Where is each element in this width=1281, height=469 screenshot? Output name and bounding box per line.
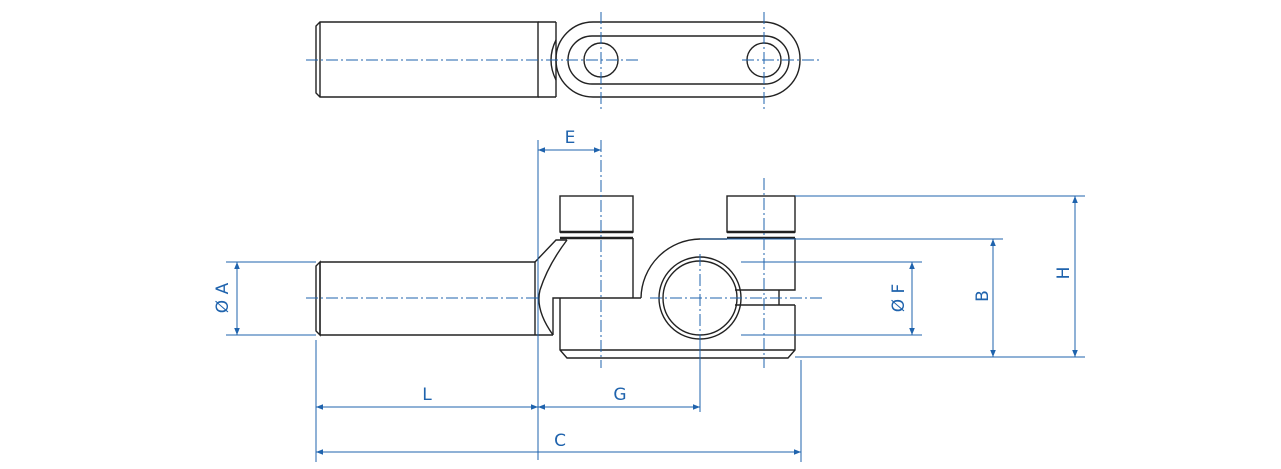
dim-label-l: L bbox=[422, 385, 432, 405]
top-view bbox=[306, 12, 820, 112]
dim-label-f: Ø F bbox=[889, 284, 909, 313]
dimensions: E L G C Ø A Ø F B H bbox=[213, 128, 1085, 462]
front-view bbox=[306, 140, 822, 368]
dim-label-c: C bbox=[554, 431, 566, 451]
dim-label-g: G bbox=[613, 385, 626, 405]
dim-label-e: E bbox=[565, 128, 576, 148]
dim-label-h: H bbox=[1054, 267, 1074, 280]
dim-label-b: B bbox=[973, 290, 993, 302]
dim-label-a: Ø A bbox=[213, 282, 233, 313]
